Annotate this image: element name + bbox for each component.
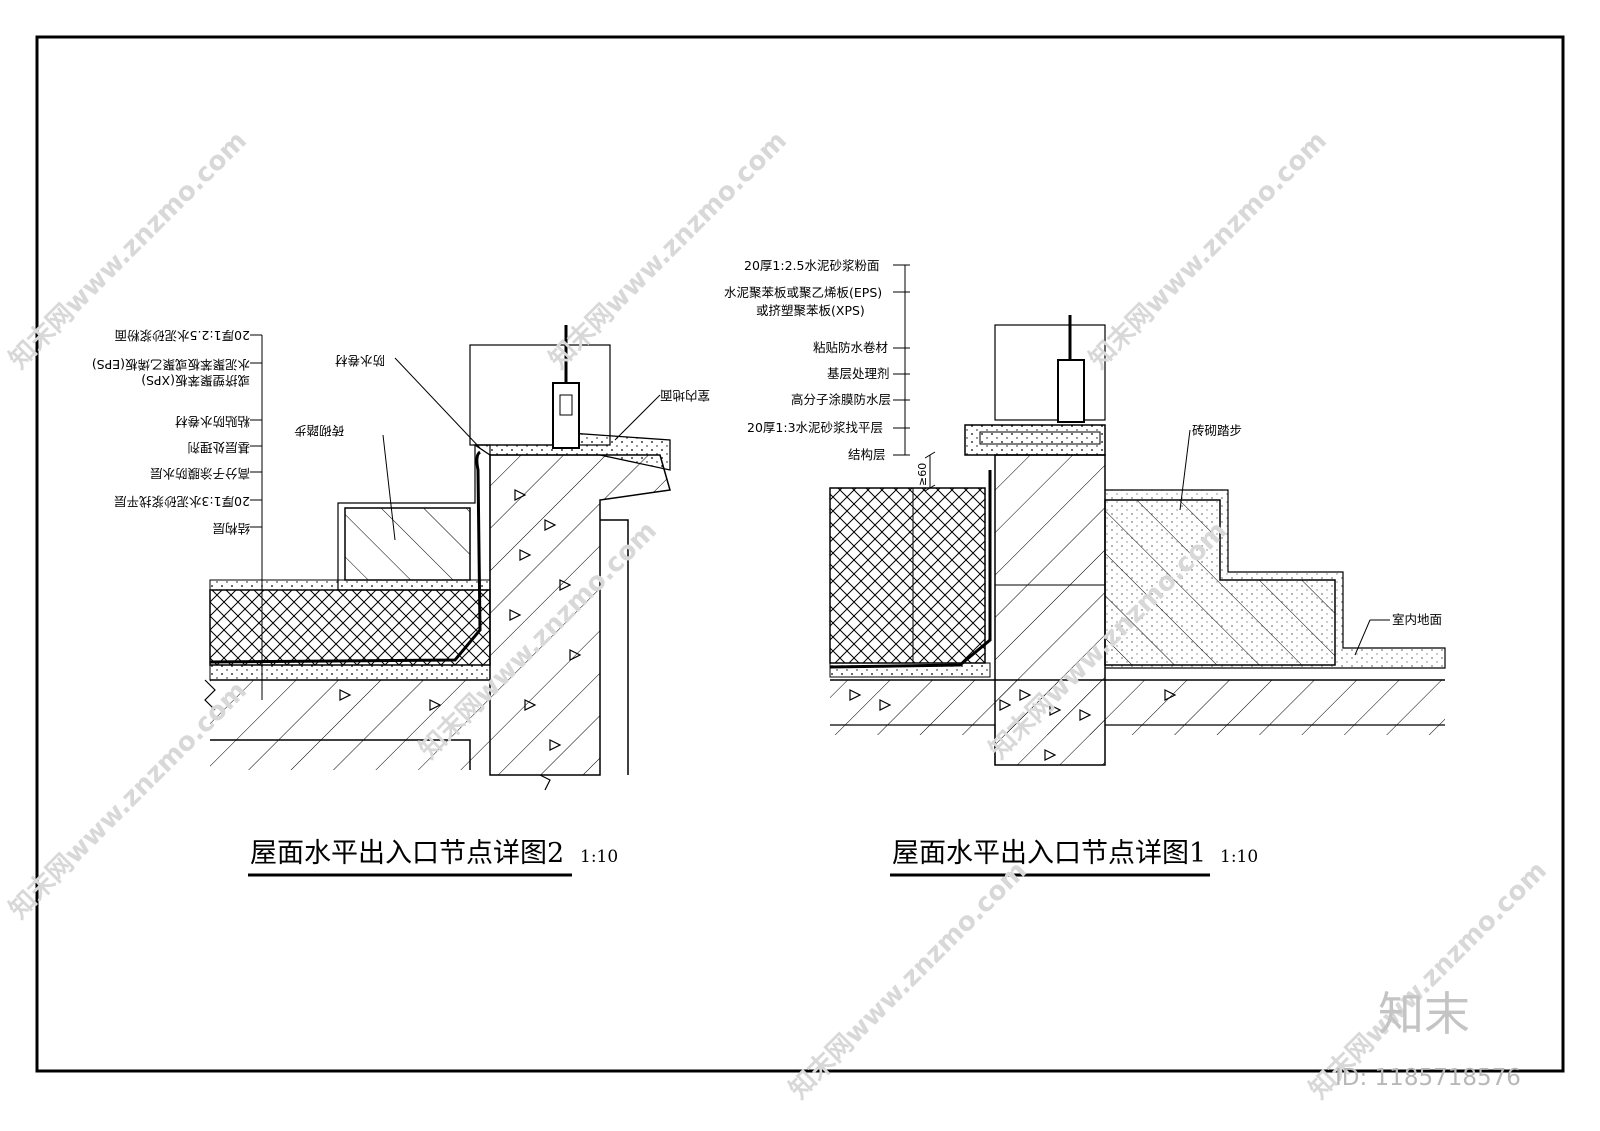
sheet-border [35,35,1565,1073]
right-layer-label-6: 高分子涂膜防水层 [791,392,891,407]
left-layer-label-5: 基层处理剂 [187,440,250,455]
right-layer-label-4: 粘贴防水卷材 [813,340,888,355]
left-layer-label-3: 或挤塑聚苯板(XPS) [141,373,250,388]
left-layer-labels: 20厚1:2.5水泥砂浆粉面 水泥聚苯板或聚乙烯板(EPS) 或挤塑聚苯板(XP… [92,328,250,536]
right-dimension-label: ≥60 [916,463,929,486]
left-callout-membrane: 防水卷材 [335,353,385,368]
svg-text:知末网www.znzmo.com: 知末网www.znzmo.com [4,676,253,925]
right-callout-brick-step: 砖砌踏步 [1192,423,1242,438]
svg-text:知末网www.znzmo.com: 知末网www.znzmo.com [544,126,793,375]
right-detail-drawing [829,264,1446,766]
left-layer-label-6: 高分子涂膜防水层 [150,466,250,481]
right-detail-scale: 1:10 [1220,847,1258,867]
right-layer-label-1: 20厚1:2.5水泥砂浆粉面 [744,258,879,273]
left-layer-label-7: 20厚1:3水泥砂浆找平层 [114,494,250,509]
left-callout-indoor-floor: 室内地面 [660,388,710,403]
left-layer-label-2: 水泥聚苯板或聚乙烯板(EPS) [92,357,250,372]
left-layer-label-4: 粘贴防水卷材 [175,414,250,429]
right-layer-label-3: 或挤塑聚苯板(XPS) [756,303,865,318]
left-layer-label-8: 结构层 [212,521,250,536]
left-callout-brick-step: 砖砌踏步 [294,423,344,438]
left-detail-scale: 1:10 [580,847,618,867]
left-layer-label-1: 20厚1:2.5水泥砂浆粉面 [115,328,250,343]
brand-watermark: 知末 [1378,987,1470,1041]
left-detail-title: 屋面水平出入口节点详图2 [250,838,564,869]
right-detail-title: 屋面水平出入口节点详图1 [892,838,1206,869]
right-layer-label-7: 20厚1:3水泥砂浆找平层 [747,420,883,435]
right-layer-label-5: 基层处理剂 [827,366,890,381]
image-id-watermark: ID: 1185718576 [1335,1065,1521,1091]
right-callout-indoor-floor: 室内地面 [1392,612,1442,627]
right-layer-label-2: 水泥聚苯板或聚乙烯板(EPS) [724,285,882,300]
right-layer-label-8: 结构层 [848,447,886,462]
left-detail-drawing [204,325,671,791]
svg-text:知末网www.znzmo.com: 知末网www.znzmo.com [784,856,1033,1105]
svg-text:知末网www.znzmo.com: 知末网www.znzmo.com [1084,126,1333,375]
